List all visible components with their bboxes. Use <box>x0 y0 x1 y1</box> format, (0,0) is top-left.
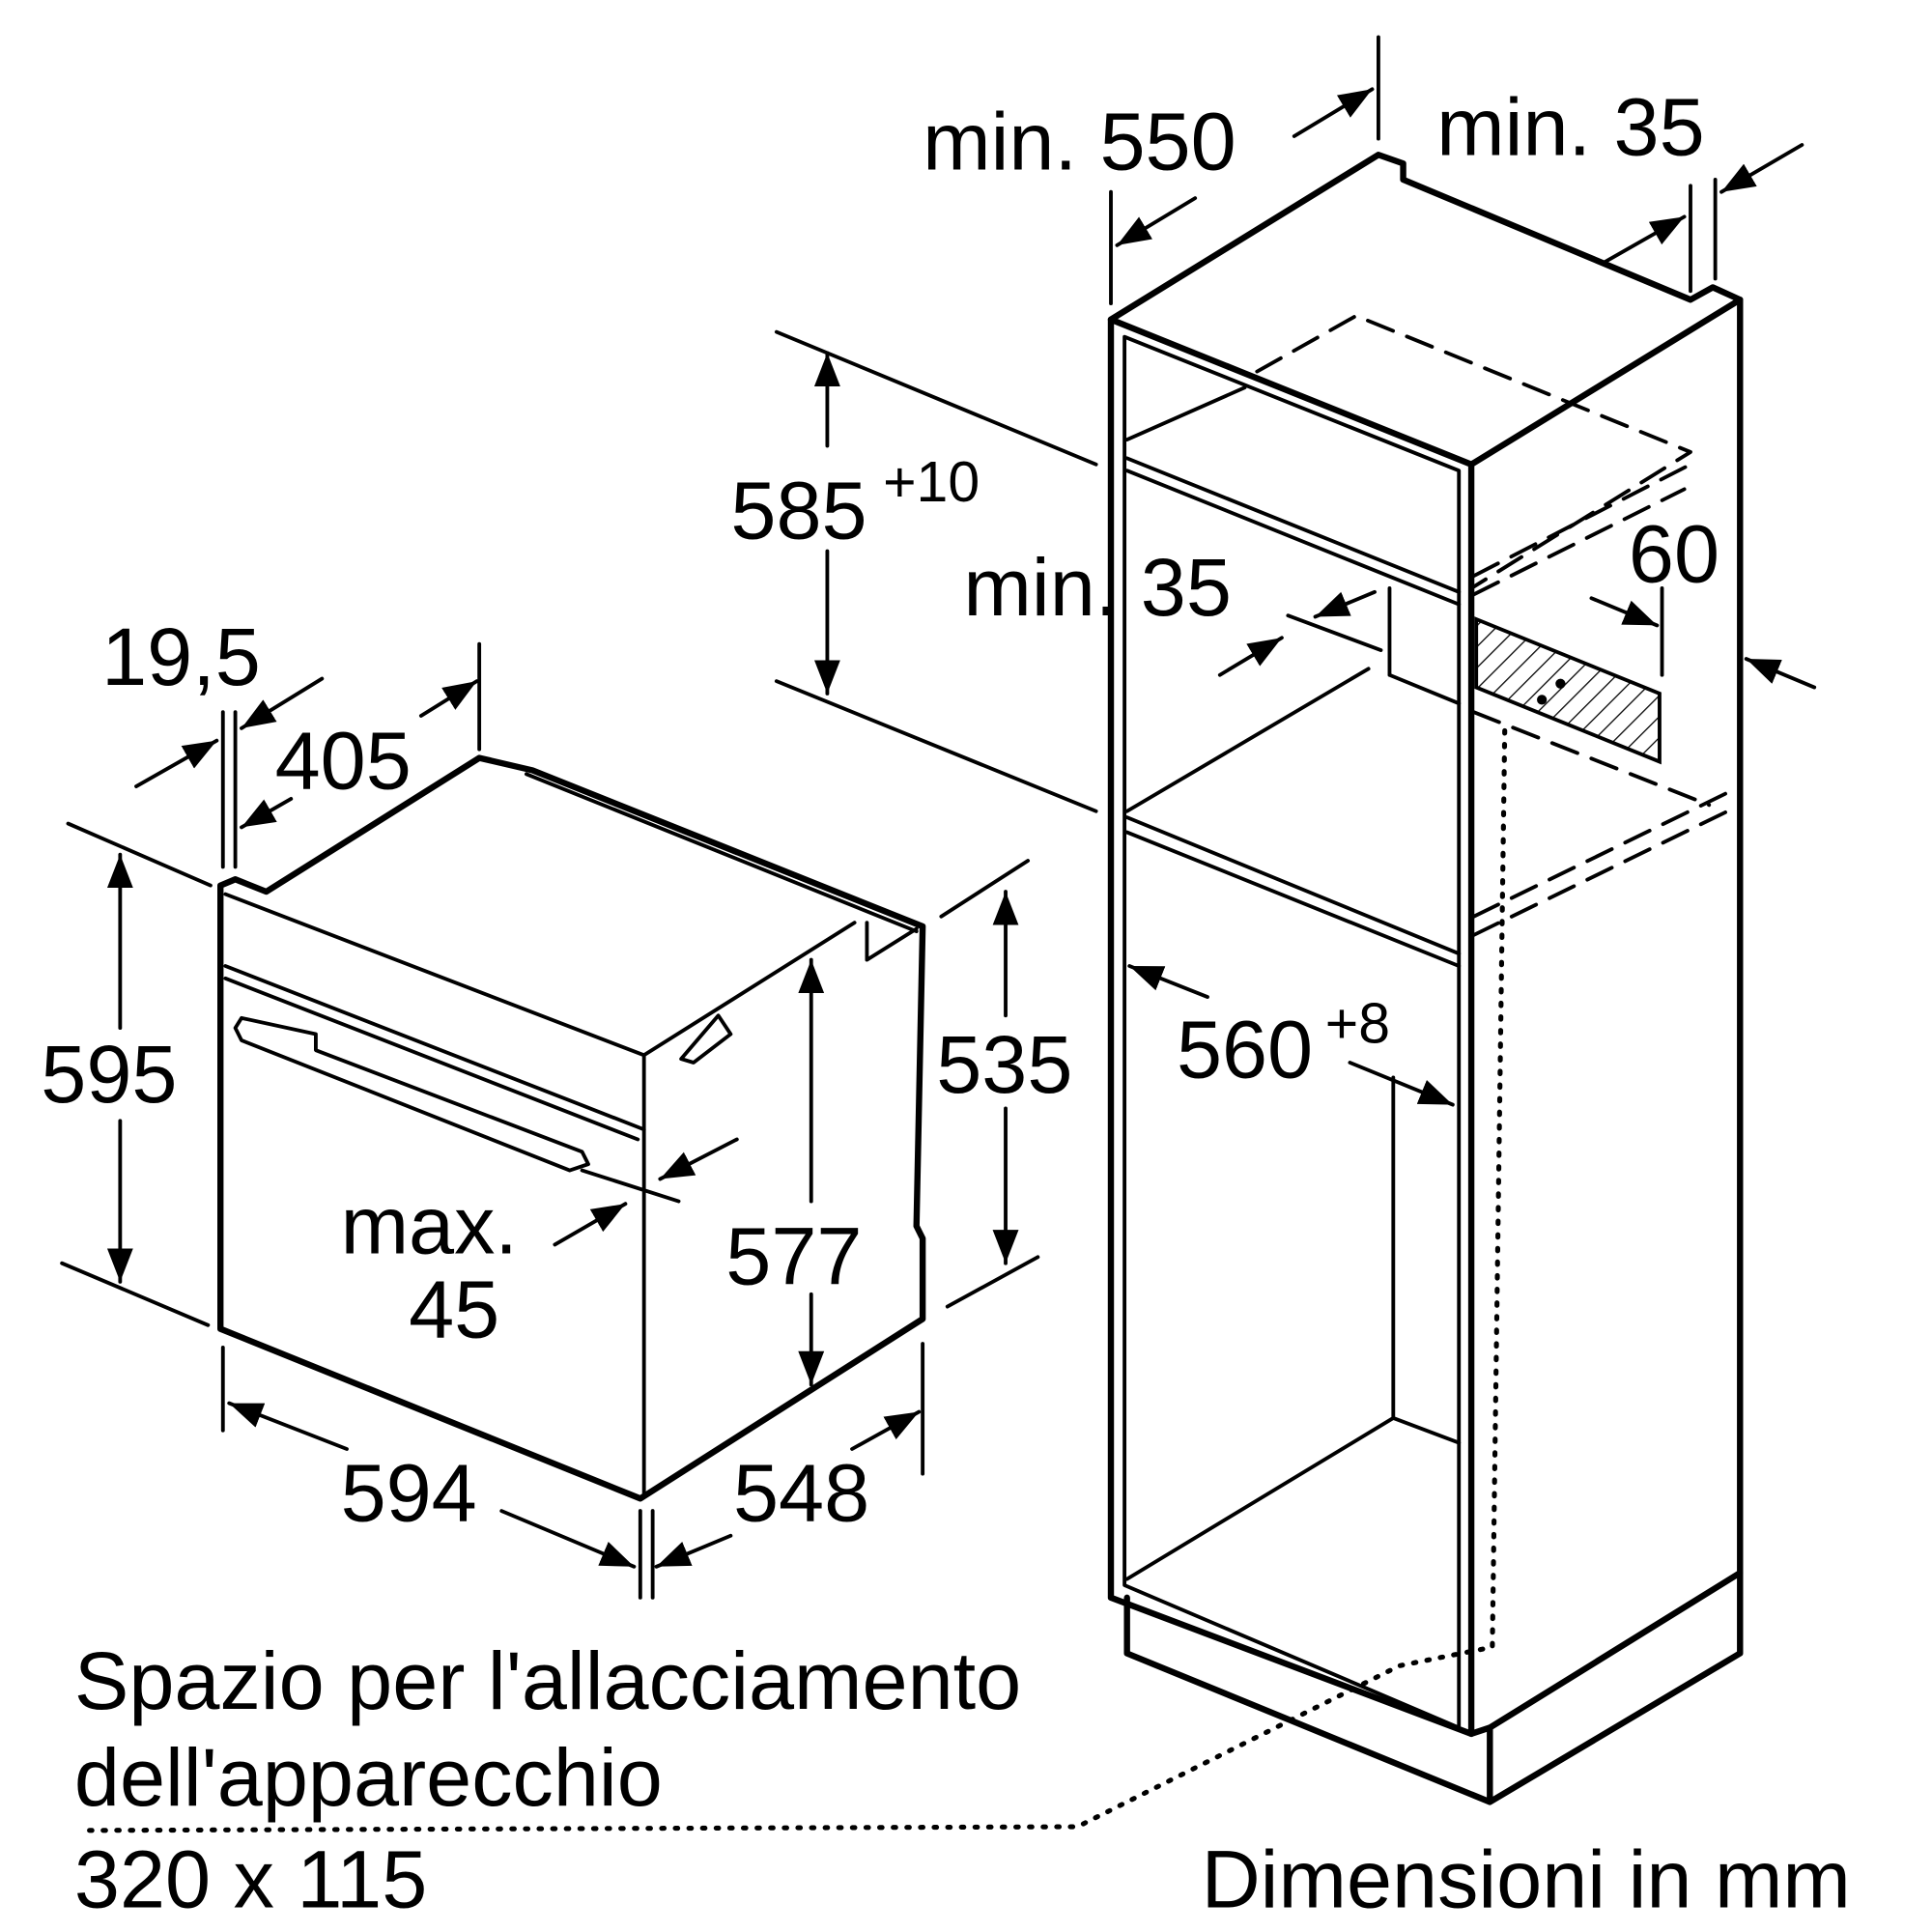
dim-560: 560 <box>1177 1003 1313 1094</box>
dim-min-35-top: min. 35 <box>1436 80 1704 172</box>
dim-19-5: 19,5 <box>101 611 261 702</box>
oven-drawing <box>217 754 926 1502</box>
dim-min-35-gap: min. 35 <box>963 541 1231 633</box>
dim-577: 577 <box>725 1209 862 1301</box>
oven-dimensions <box>60 641 1040 1600</box>
dim-535: 535 <box>936 1018 1072 1110</box>
dim-594: 594 <box>341 1446 477 1538</box>
dim-60: 60 <box>1629 508 1719 600</box>
dim-405: 405 <box>275 715 412 807</box>
dim-min-550: min. 550 <box>923 96 1236 187</box>
dim-585-tolerance: +10 <box>883 451 980 514</box>
cabinet-drawing <box>77 152 1744 1833</box>
dim-585: 585 <box>730 465 867 556</box>
dim-560-tolerance: +8 <box>1325 992 1390 1055</box>
dim-548: 548 <box>733 1446 869 1538</box>
vent-hatch <box>1474 616 1662 765</box>
note-line-3: 320 x 115 <box>74 1833 427 1924</box>
units-label: Dimensioni in mm <box>1202 1833 1851 1924</box>
oven-handle <box>233 1015 590 1173</box>
dim-max-45: 45 <box>409 1264 499 1355</box>
dim-595: 595 <box>41 1028 177 1120</box>
connection-space-dotted <box>77 727 1508 1833</box>
cabinet-dimensions <box>774 35 1817 1107</box>
note-line-1: Spazio per l'allacciamento <box>74 1634 1021 1726</box>
dim-max-label: max. <box>341 1179 518 1270</box>
note-line-2: dell'apparecchio <box>74 1731 663 1823</box>
